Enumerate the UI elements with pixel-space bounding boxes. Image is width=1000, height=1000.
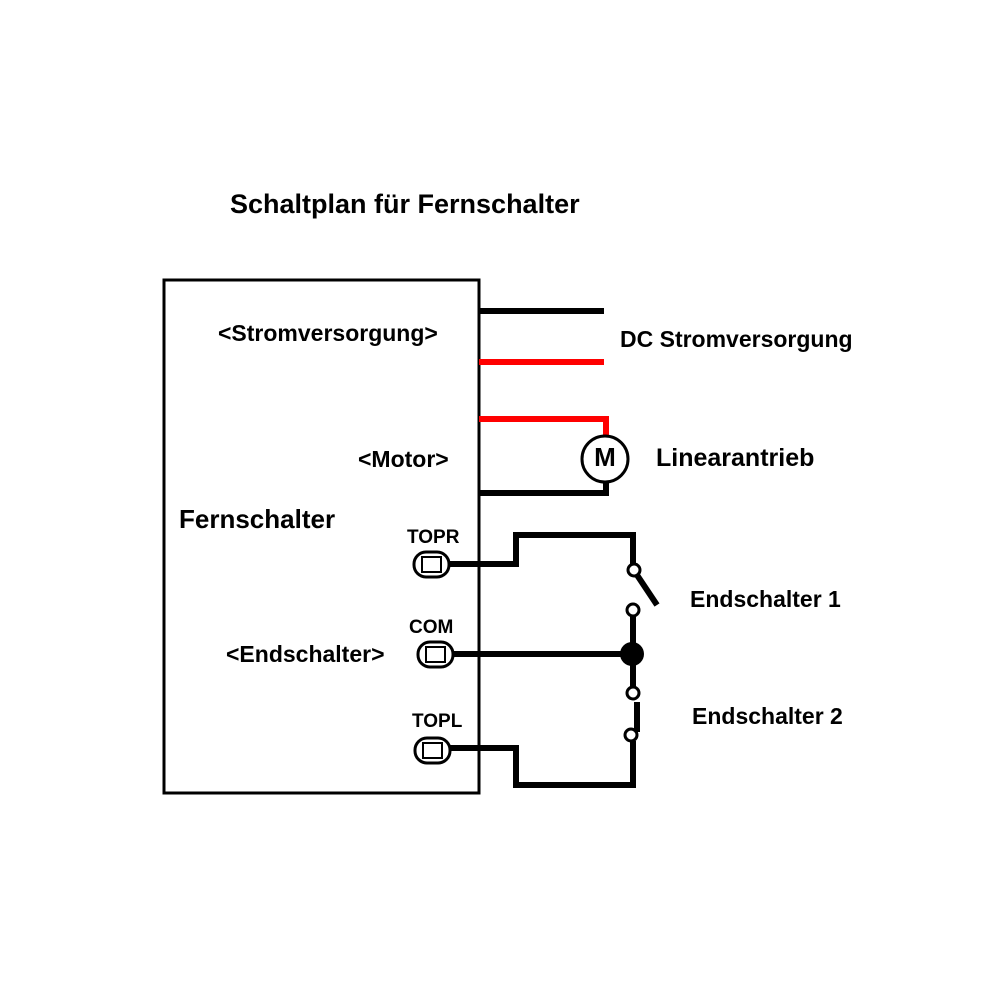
page-title: Schaltplan für Fernschalter [230,189,580,219]
limit-switch-1-lever [634,573,660,607]
motor-symbol-letter: M [594,442,616,472]
motor-negative-wire [479,481,609,496]
controller-box [162,278,481,795]
com-terminal-label: COM [409,617,454,638]
topl-terminal [413,736,452,765]
limit-switch-1-label: Endschalter 1 [690,586,841,612]
common-junction-dot [620,642,644,666]
limit-switch-2-label: Endschalter 2 [692,703,843,729]
linear-actuator-label: Linearantrieb [656,444,815,472]
topl-terminal-label: TOPL [412,711,463,732]
controller-label: Fernschalter [179,504,336,534]
motor-port-label: <Motor> [358,446,449,472]
topl-terminal-inner [422,742,443,759]
topr-terminal [412,550,451,579]
power-port-label: <Stromversorgung> [218,320,438,346]
motor-symbol [580,434,630,484]
dc-power-supply-label: DC Stromversorgung [620,326,853,352]
limit-switch-2-lower-contact [623,727,639,743]
com-terminal [416,640,455,669]
topr-terminal-inner [421,556,442,573]
limit-switch-1-lower-contact [625,602,641,618]
motor-positive-wire [479,416,609,437]
limit-switch-1-upper-contact [626,562,642,578]
topr-wire [449,532,636,570]
limit-switch-2-upper-contact [625,685,641,701]
topl-wire [450,741,636,788]
topr-terminal-label: TOPR [407,527,460,548]
limit-switch-port-label: <Endschalter> [226,641,385,667]
com-terminal-inner [425,646,446,663]
